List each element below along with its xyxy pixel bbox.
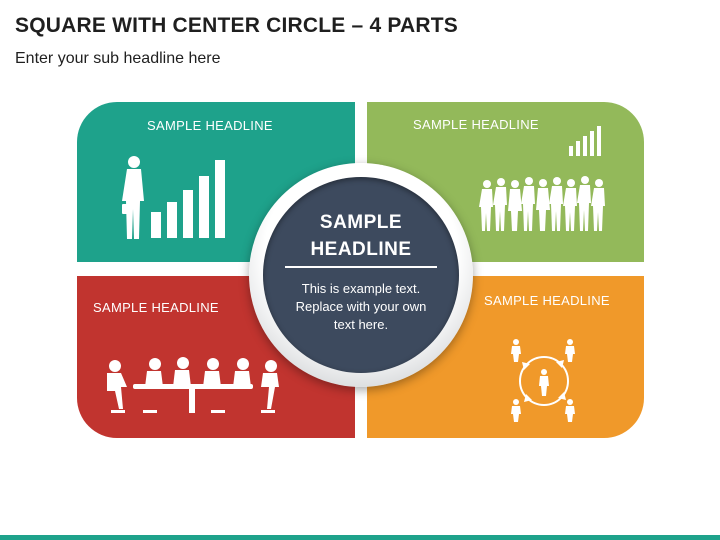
- center-headline: SAMPLE HEADLINE: [263, 209, 459, 263]
- quadrant-headline: SAMPLE HEADLINE: [413, 117, 539, 132]
- quadrant-headline: SAMPLE HEADLINE: [93, 300, 219, 315]
- team-group-with-growth-bars-icon: [479, 126, 605, 231]
- center-divider: [285, 266, 437, 268]
- center-headline-line1: SAMPLE: [319, 212, 403, 233]
- quadrant-headline: SAMPLE HEADLINE: [147, 118, 273, 133]
- center-circle: SAMPLE HEADLINE This is example text. Re…: [263, 177, 459, 373]
- center-body-line1: This is example text.: [301, 281, 421, 296]
- center-body-text: This is example text. Replace with your …: [273, 280, 449, 334]
- center-headline-line2: HEADLINE: [310, 239, 412, 260]
- people-cycle-arrows-icon: [511, 339, 575, 422]
- meeting-table-icon: [107, 357, 279, 413]
- center-body-line3: text here.: [333, 317, 389, 332]
- businessman-growth-bars-icon: [122, 156, 225, 239]
- bottom-accent-bar: [0, 535, 720, 540]
- quadrant-headline: SAMPLE HEADLINE: [484, 293, 610, 308]
- center-body-line2: Replace with your own: [295, 299, 427, 314]
- slide-title: SQUARE WITH CENTER CIRCLE – 4 PARTS: [15, 14, 458, 37]
- slide-subtitle: Enter your sub headline here: [15, 50, 221, 67]
